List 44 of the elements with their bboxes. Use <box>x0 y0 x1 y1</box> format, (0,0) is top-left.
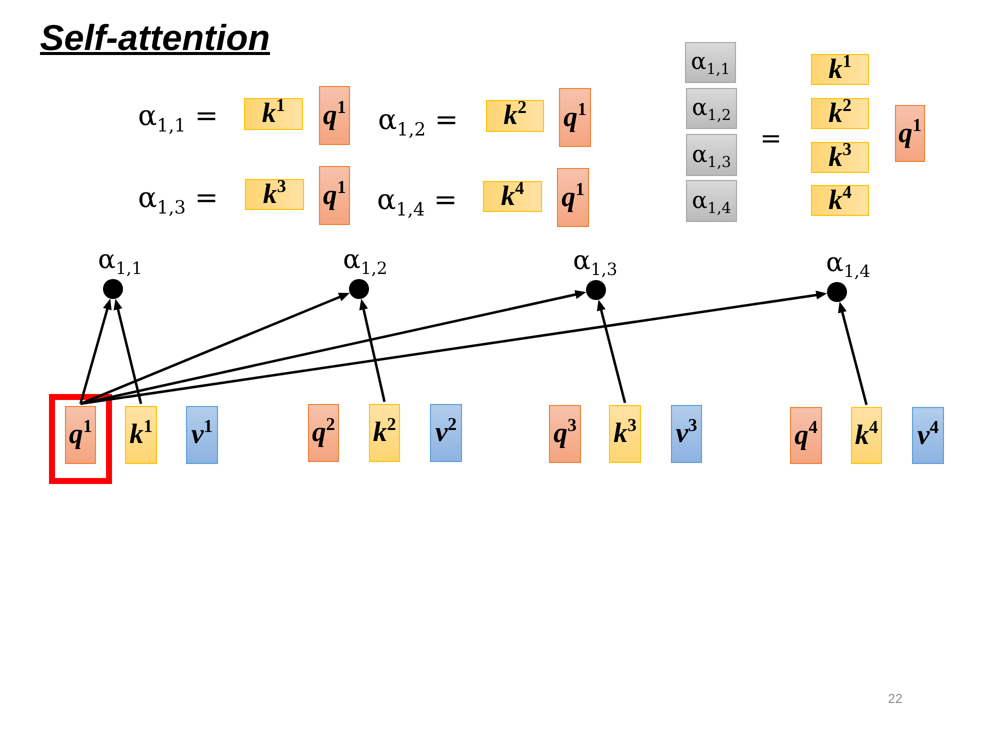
value-vector: v$^{4}$ <box>912 407 944 464</box>
arrow <box>114 298 142 404</box>
page-number: 22 <box>888 692 902 705</box>
key-vector: k$^{4}$ <box>851 407 882 464</box>
key-vector: k$^{2}$ <box>811 98 869 129</box>
query-vector: q$^{3}$ <box>549 405 581 463</box>
key-vector: k$^{3}$ <box>245 179 304 210</box>
score-dot <box>103 279 123 299</box>
attention-score: α$_{1,3}$ <box>686 134 737 176</box>
query-vector: q$^{1}$ <box>557 168 589 227</box>
query-vector: q$^{4}$ <box>790 407 822 464</box>
key-vector: k$^{1}$ <box>125 406 157 464</box>
slide-title: Self-attention <box>40 20 270 56</box>
arrow <box>359 298 386 402</box>
query-vector: q$^{1}$ <box>319 86 350 145</box>
key-vector: k$^{3}$ <box>811 142 869 173</box>
query-vector: q$^{1}$ <box>895 105 925 162</box>
score-dot <box>827 282 847 302</box>
score-dot <box>586 280 606 300</box>
key-vector: k$^{2}$ <box>369 404 400 462</box>
value-vector: v$^{2}$ <box>430 404 462 462</box>
key-vector: k$^{2}$ <box>486 100 544 132</box>
key-vector: k$^{4}$ <box>483 181 542 212</box>
query-vector: q$^{1}$ <box>65 406 96 464</box>
arrow <box>838 302 868 406</box>
query-vector: q$^{1}$ <box>319 166 350 225</box>
arrow <box>80 292 350 405</box>
score-dot <box>349 279 369 299</box>
key-vector: k$^{1}$ <box>244 98 303 130</box>
attention-score: α$_{1,4}$ <box>686 180 737 222</box>
equals-sign: = <box>760 126 782 152</box>
attention-score: α$_{1,1}$ <box>685 42 736 83</box>
arrow <box>79 298 112 404</box>
attention-score: α$_{1,2}$ <box>686 88 737 129</box>
arrow <box>596 300 626 404</box>
value-vector: v$^{3}$ <box>671 405 702 463</box>
key-vector: k$^{4}$ <box>811 185 869 216</box>
value-vector: v$^{1}$ <box>186 406 218 464</box>
arrow <box>80 290 586 406</box>
query-vector: q$^{1}$ <box>559 88 591 147</box>
arrow <box>80 290 828 406</box>
query-vector: q$^{2}$ <box>308 404 339 462</box>
key-vector: k$^{1}$ <box>811 54 869 85</box>
key-vector: k$^{3}$ <box>609 405 641 463</box>
